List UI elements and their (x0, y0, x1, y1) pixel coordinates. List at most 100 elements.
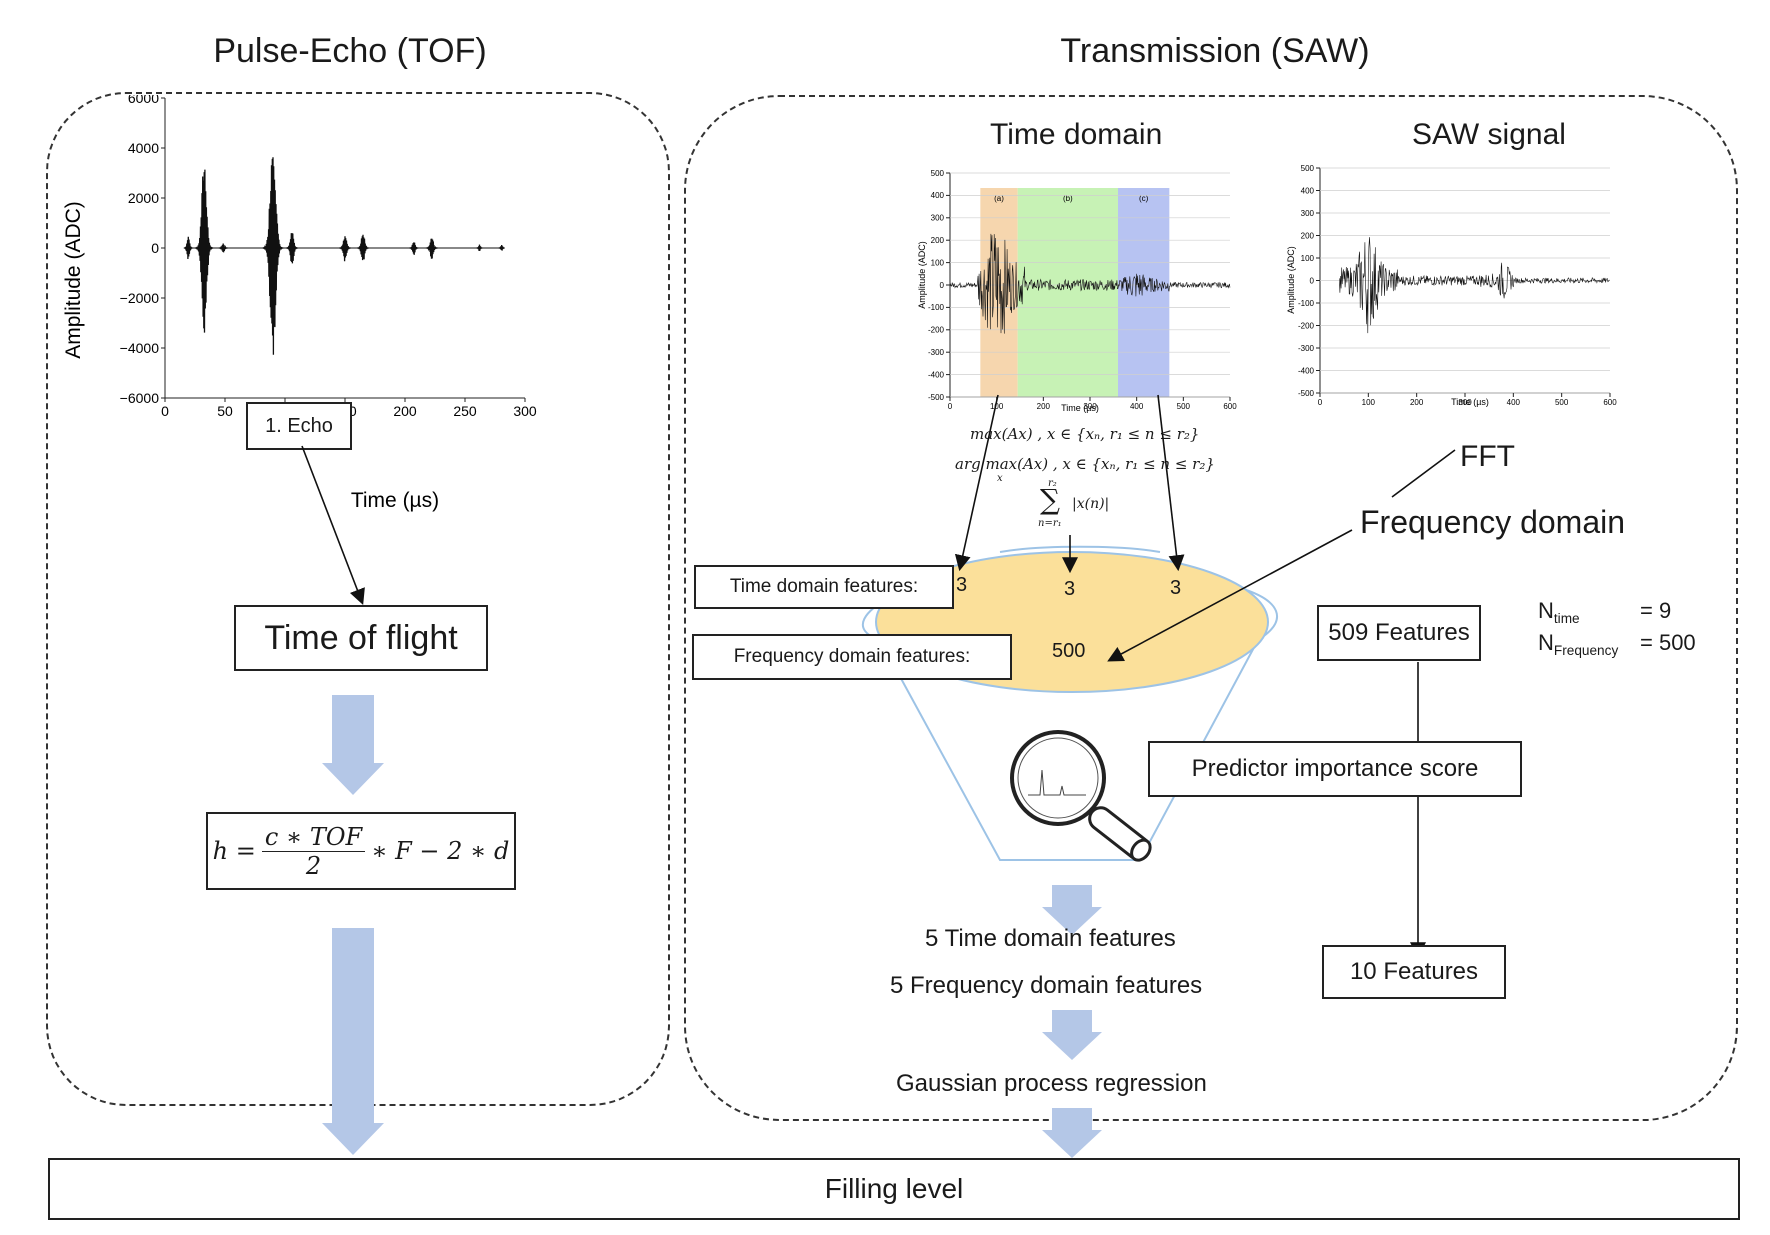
transmission-title: Transmission (SAW) (1060, 32, 1370, 70)
tof-xtick: 250 (453, 403, 477, 419)
tof-axes: 6000400020000−2000−4000−6000050100150200… (120, 95, 537, 419)
sum-body: |x(n)| (1072, 496, 1110, 512)
time-of-flight-box: Time of flight (234, 605, 488, 671)
sum-symbol: ∑ (1040, 483, 1060, 516)
funnel-outline (861, 587, 1278, 861)
saw-ytick: -100 (1298, 299, 1315, 308)
region-0 (980, 188, 1018, 397)
saw-signal-trace (1339, 237, 1610, 334)
tof-ytick: −2000 (120, 290, 160, 306)
saw-xtick: 400 (1507, 398, 1521, 407)
tof-ytick: 0 (151, 240, 159, 256)
frequency-domain-label: Frequency domain (1360, 504, 1626, 540)
filling-level-box: Filling level (48, 1158, 1740, 1220)
n-frequency-subscript: Frequency (1553, 642, 1619, 658)
n-time-symbol: N (1538, 598, 1554, 623)
time-domain-ytick: 500 (931, 169, 945, 178)
saw-signal-title: SAW signal (1412, 118, 1566, 151)
formula-denominator: 2 (305, 851, 322, 880)
tof-ytick: 4000 (128, 140, 159, 156)
frequency-feature-count: 500 (1052, 640, 1086, 662)
time-domain-ytick: -400 (928, 370, 945, 379)
blue-arrow-tof-1 (322, 695, 384, 795)
time-domain-xtick: 0 (948, 402, 953, 411)
time-domain-xtick: 300 (1083, 402, 1097, 411)
time-feature-count-a: 3 (956, 574, 968, 596)
max-equation: max(Ax) , x ∈ {xₙ, r₁ ≤ n ≤ r₂} (970, 425, 1200, 443)
tof-xtick: 50 (217, 403, 233, 419)
time-domain-xtick: 200 (1037, 402, 1051, 411)
n-time-subscript: time (1553, 610, 1580, 626)
saw-xtick: 200 (1410, 398, 1424, 407)
frequency-domain-features-box: Frequency domain features: (692, 634, 1012, 680)
time-domain-ytick: 300 (931, 214, 945, 223)
height-formula-box: h = c ∗ TOF 2 ∗ F − 2 ∗ d (206, 812, 516, 890)
saw-xtick: 500 (1555, 398, 1569, 407)
echo-label-box: 1. Echo (246, 402, 352, 450)
n-frequency-row: NFrequency = 500 (1538, 630, 1696, 658)
blue-arrow-tof-2 (322, 928, 384, 1155)
saw-ytick: -400 (1298, 366, 1315, 375)
time-feature-count-c: 3 (1170, 577, 1182, 599)
tof-ylabel: Amplitude (ADC) (62, 201, 85, 359)
region-2 (1118, 188, 1170, 397)
predictor-importance-box: Predictor importance score (1148, 741, 1522, 797)
time-feature-count-b: 3 (1064, 578, 1076, 600)
time-domain-xlabel: Time (µs) (1061, 403, 1099, 413)
n-frequency-symbol: N (1538, 630, 1554, 655)
n-time-value: = 9 (1640, 598, 1672, 623)
pulse-echo-title: Pulse-Echo (TOF) (213, 32, 487, 70)
time-domain-xtick: 400 (1130, 402, 1144, 411)
tof-xtick: 300 (513, 403, 537, 419)
saw-xtick: 100 (1362, 398, 1376, 407)
formula-lhs: h = (212, 837, 256, 865)
time-domain-ylabel: Amplitude (ADC) (917, 241, 927, 309)
selected-time-features: 5 Time domain features (925, 925, 1176, 952)
selected-frequency-features: 5 Frequency domain features (890, 972, 1203, 999)
time-domain-ytick: -100 (928, 303, 945, 312)
blue-arrow-features (1042, 1010, 1102, 1060)
saw-xlabel: Time (µs) (1451, 397, 1489, 407)
argmax-equation: arg max(Ax) , x ∈ {xₙ, r₁ ≤ n ≤ r₂} (955, 455, 1215, 473)
formula-rest: ∗ F − 2 ∗ d (371, 837, 510, 865)
region-label: (a) (994, 194, 1004, 203)
transmission-panel (684, 95, 1738, 1121)
saw-xtick: 0 (1318, 398, 1323, 407)
time-domain-ytick: 100 (931, 258, 945, 267)
saw-xtick: 300 (1458, 398, 1472, 407)
tof-xlabel: Time (µs) (351, 489, 439, 512)
time-domain-title: Time domain (990, 118, 1163, 151)
region-label: (b) (1063, 194, 1073, 203)
saw-ytick: -500 (1298, 389, 1315, 398)
magnifier-icon (1010, 730, 1152, 862)
formula-numerator: c ∗ TOF (261, 823, 366, 852)
saw-ytick: 500 (1301, 164, 1315, 173)
saw-ylabel: Amplitude (ADC) (1286, 246, 1296, 314)
tof-ytick: 6000 (128, 95, 159, 106)
sum-lower-limit: n=r₁ (1038, 518, 1062, 529)
time-domain-xtick: 500 (1177, 402, 1191, 411)
saw-ytick: 100 (1301, 254, 1315, 263)
total-features-box: 509 Features (1317, 605, 1481, 661)
ten-features-box: 10 Features (1322, 945, 1506, 999)
region-label: (c) (1139, 194, 1149, 203)
blue-arrow-gpr (1042, 1108, 1102, 1158)
region-1 (1017, 188, 1118, 397)
saw-ytick: 300 (1301, 209, 1315, 218)
time-domain-signal-trace (949, 233, 1231, 334)
tof-signal-trace (183, 157, 505, 355)
tof-chart: 6000400020000−2000−4000−6000050100150200… (62, 95, 537, 512)
saw-ytick: 0 (1310, 276, 1315, 285)
saw-ytick: 400 (1301, 186, 1315, 195)
tof-xtick: 0 (161, 403, 169, 419)
time-domain-ytick: -300 (928, 348, 945, 357)
tof-ytick: 2000 (128, 190, 159, 206)
time-domain-ytick: 400 (931, 191, 945, 200)
time-domain-xtick: 100 (990, 402, 1004, 411)
tof-xtick: 200 (393, 403, 417, 419)
